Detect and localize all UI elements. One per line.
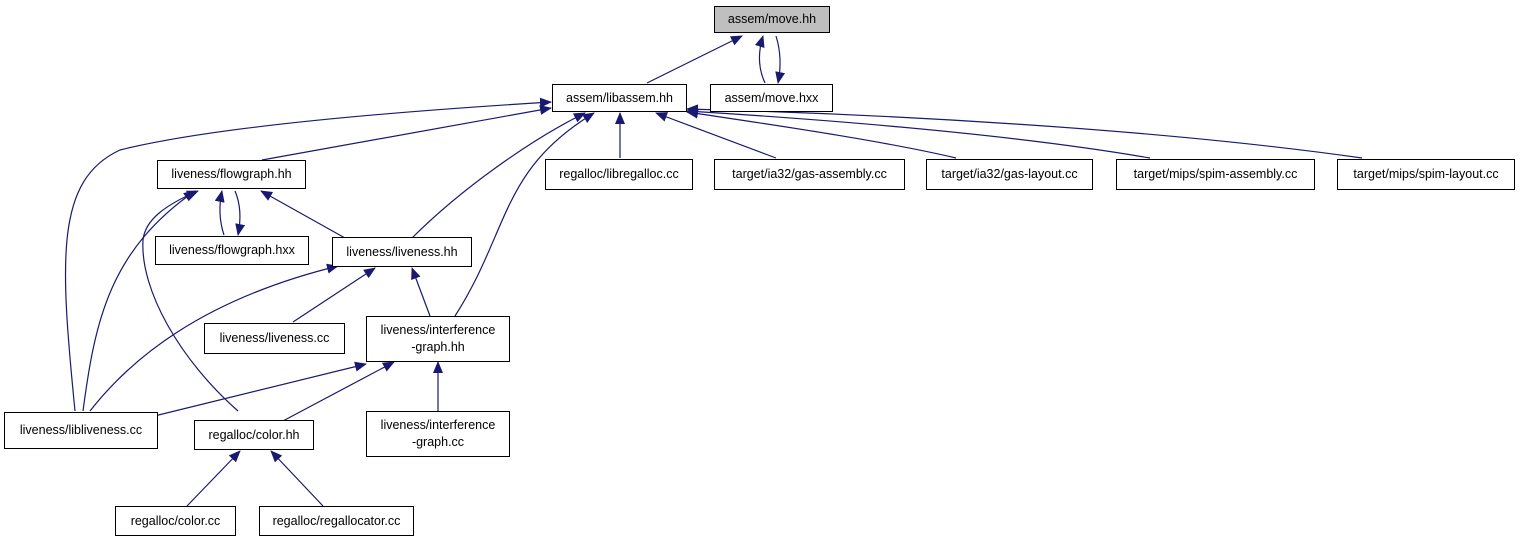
node-move-hxx[interactable]: assem/move.hxx bbox=[710, 84, 833, 112]
node-label: liveness/interference -graph.cc bbox=[380, 418, 496, 449]
node-label: assem/move.hh bbox=[727, 12, 817, 27]
node-libliveness-cc[interactable]: liveness/libliveness.cc bbox=[4, 412, 158, 449]
edge-move-hh-to-move-hxx bbox=[775, 35, 786, 84]
node-libregalloc-cc[interactable]: regalloc/libregalloc.cc bbox=[545, 159, 693, 190]
edge-interference-hh-to-liveness-hh bbox=[411, 267, 431, 317]
node-liveness-hh[interactable]: liveness/liveness.hh bbox=[332, 237, 472, 267]
edge-liveness-hh-to-libassem bbox=[411, 112, 586, 239]
node-label: liveness/libliveness.cc bbox=[19, 423, 143, 438]
node-interference-graph-hh[interactable]: liveness/interference -graph.hh bbox=[366, 316, 510, 362]
edge-move-hxx-to-move-hh bbox=[754, 35, 766, 84]
edge-color-hh-to-flowgraph-hh bbox=[142, 190, 239, 412]
edge-libassem-to-move-hh bbox=[646, 35, 743, 84]
edge-gas-layout-to-libassem bbox=[686, 108, 957, 159]
node-liveness-cc[interactable]: liveness/liveness.cc bbox=[204, 323, 345, 354]
node-flowgraph-hxx[interactable]: liveness/flowgraph.hxx bbox=[155, 236, 309, 265]
node-mips-spim-layout-cc[interactable]: target/mips/spim-layout.cc bbox=[1337, 159, 1515, 190]
node-label: regalloc/libregalloc.cc bbox=[559, 167, 679, 182]
node-regallocator-cc[interactable]: regalloc/regallocator.cc bbox=[259, 506, 414, 536]
node-flowgraph-hh[interactable]: liveness/flowgraph.hh bbox=[157, 160, 306, 189]
edge-color-hh-to-interference-hh bbox=[280, 361, 395, 423]
node-label: regalloc/color.cc bbox=[130, 513, 221, 528]
edge-regallocator-to-color-hh bbox=[270, 450, 324, 507]
node-label: target/ia32/gas-assembly.cc bbox=[732, 167, 887, 182]
edge-libliveness-to-flowgraph-hh bbox=[82, 190, 196, 412]
node-label: liveness/flowgraph.hxx bbox=[169, 243, 295, 258]
node-ia32-gas-layout-cc[interactable]: target/ia32/gas-layout.cc bbox=[926, 159, 1093, 190]
node-color-cc[interactable]: regalloc/color.cc bbox=[115, 506, 236, 536]
node-move-hh: assem/move.hh bbox=[714, 6, 830, 33]
edge-flowgraph-hxx-to-flowgraph-hh bbox=[214, 190, 225, 236]
node-label: target/ia32/gas-layout.cc bbox=[941, 167, 1078, 182]
edge-flowgraph-hh-to-libassem bbox=[261, 105, 552, 161]
node-label: target/mips/spim-layout.cc bbox=[1353, 167, 1499, 182]
node-mips-spim-assembly-cc[interactable]: target/mips/spim-assembly.cc bbox=[1116, 159, 1315, 190]
node-interference-graph-cc[interactable]: liveness/interference -graph.cc bbox=[366, 411, 510, 457]
node-label: target/mips/spim-assembly.cc bbox=[1133, 167, 1298, 182]
edge-liveness-cc-to-liveness-hh bbox=[292, 267, 376, 323]
node-label: liveness/liveness.cc bbox=[219, 331, 330, 346]
node-label: liveness/liveness.hh bbox=[346, 244, 458, 259]
edge-libliveness-to-libassem bbox=[64, 97, 552, 412]
edge-flowgraph-hh-to-flowgraph-hxx bbox=[234, 190, 246, 236]
edge-spim-layout-to-libassem bbox=[686, 104, 1363, 159]
edge-liveness-hh-to-flowgraph-hh bbox=[260, 190, 346, 239]
node-color-hh[interactable]: regalloc/color.hh bbox=[194, 420, 314, 450]
node-label: liveness/interference -graph.hh bbox=[380, 323, 496, 354]
node-label: assem/move.hxx bbox=[724, 90, 819, 105]
edge-color-cc-to-color-hh bbox=[186, 450, 241, 507]
node-label: regalloc/regallocator.cc bbox=[272, 513, 401, 528]
edge-libliveness-to-liveness-hh bbox=[89, 263, 339, 412]
node-ia32-gas-assembly-cc[interactable]: target/ia32/gas-assembly.cc bbox=[714, 159, 905, 190]
edge-libliveness-to-interference-hh bbox=[129, 361, 367, 423]
edge-gas-assembly-to-libassem bbox=[655, 112, 777, 159]
node-libassem-hh[interactable]: assem/libassem.hh bbox=[552, 84, 687, 112]
node-label: assem/libassem.hh bbox=[566, 90, 673, 105]
edge-interference-hh-to-libassem bbox=[454, 112, 595, 317]
edge-spim-assembly-to-libassem bbox=[686, 106, 1151, 159]
node-label: regalloc/color.hh bbox=[208, 427, 300, 442]
node-label: liveness/flowgraph.hh bbox=[171, 167, 292, 182]
